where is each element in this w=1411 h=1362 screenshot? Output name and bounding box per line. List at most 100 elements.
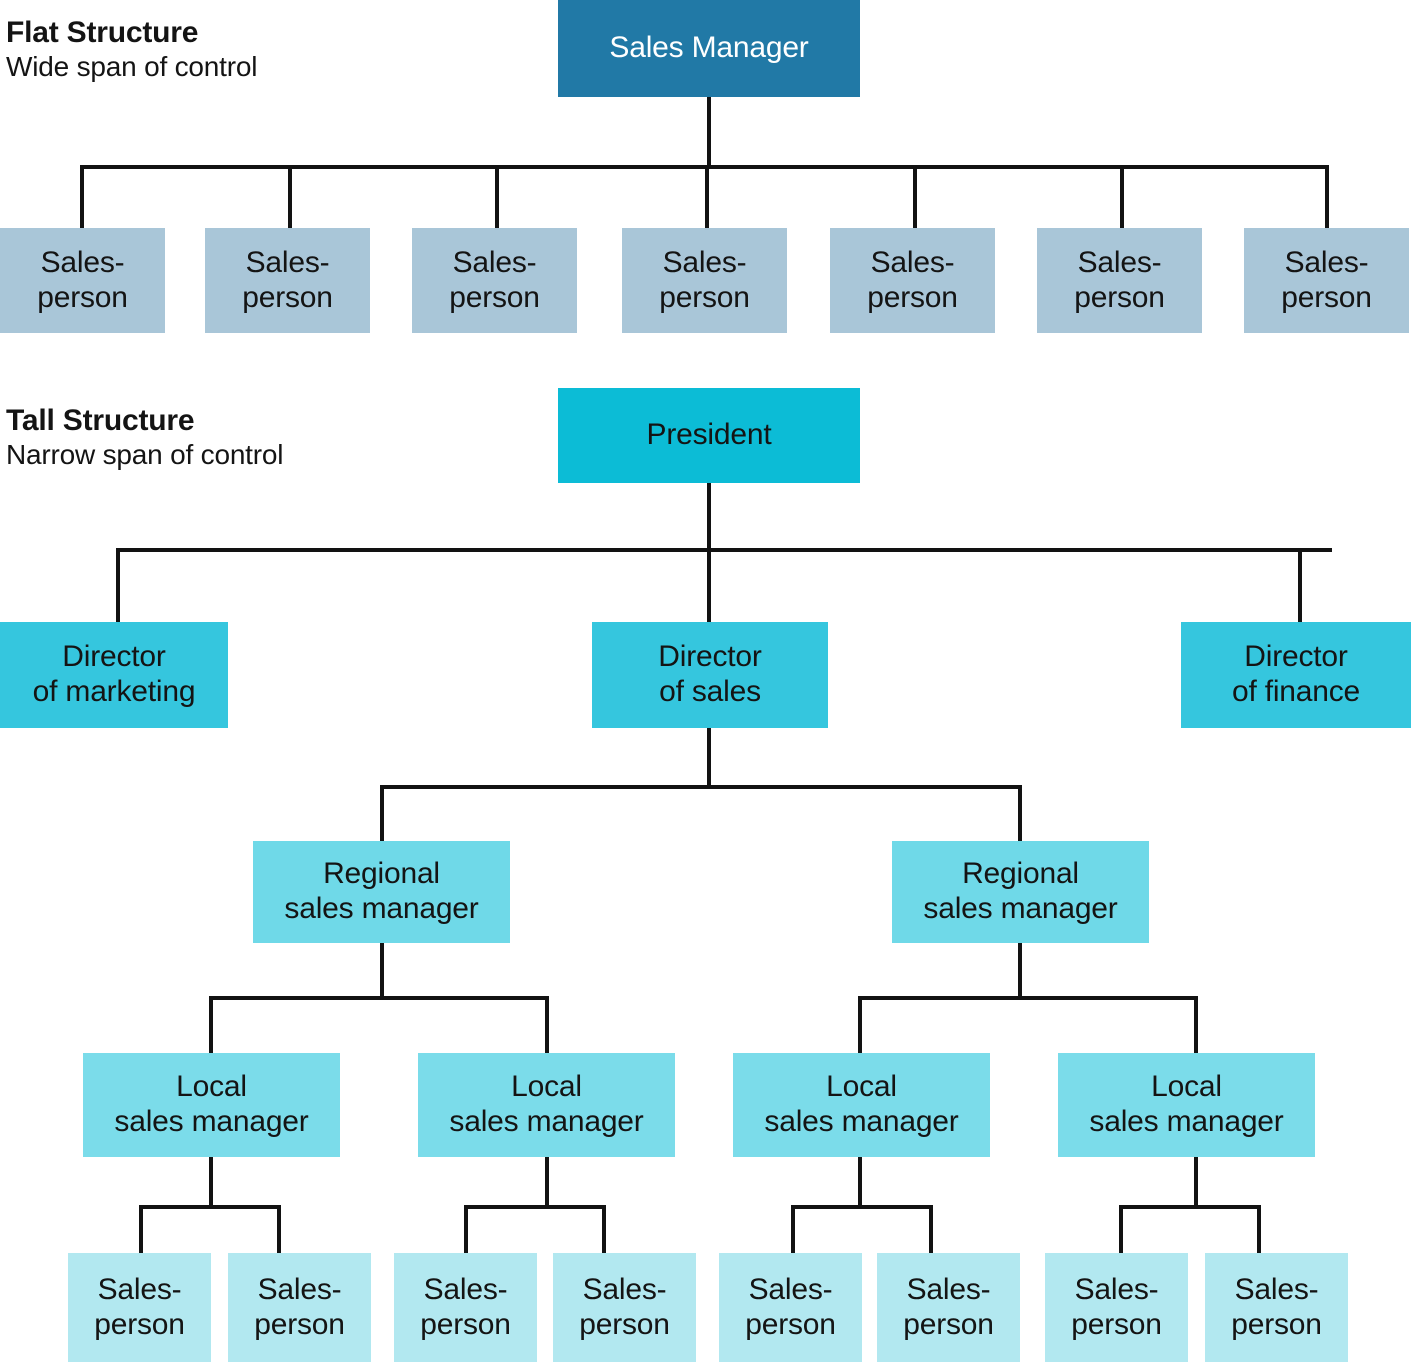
connector-flat-drop-2 (288, 165, 292, 230)
node-label-line1: Director (1244, 640, 1348, 674)
node-label-line2: person (579, 1307, 670, 1341)
node-label-line1: Director (658, 640, 762, 674)
node-label-line1: Sales- (423, 1272, 508, 1306)
connector-local-drop-4 (1194, 996, 1198, 1055)
node-director-of-marketing[interactable]: Director of marketing (0, 622, 228, 728)
connector-regional-drop-2 (1018, 785, 1022, 842)
node-label-line2: person (1071, 1307, 1162, 1341)
node-label-line2: person (1231, 1307, 1322, 1341)
node-label-line1: Sales- (870, 245, 955, 279)
tall-structure-caption: Tall Structure Narrow span of control (6, 404, 283, 471)
connector-sp-drop-4 (602, 1205, 606, 1255)
connector-lsm4-stem (1194, 1157, 1198, 1207)
node-tall-salesperson-1[interactable]: Sales- person (68, 1253, 211, 1362)
node-tall-salesperson-6[interactable]: Sales- person (877, 1253, 1020, 1362)
connector-regional-bus (382, 785, 1022, 789)
node-label-line1: Local (176, 1070, 247, 1104)
node-label-line1: Sales- (40, 245, 125, 279)
node-label-line2: of finance (1231, 675, 1361, 708)
node-tall-salesperson-5[interactable]: Sales- person (719, 1253, 862, 1362)
node-regional-sales-manager-1[interactable]: Regional sales manager (253, 841, 510, 943)
node-flat-salesperson-3[interactable]: Sales- person (412, 228, 577, 333)
node-tall-salesperson-7[interactable]: Sales- person (1045, 1253, 1188, 1362)
node-label-line2: person (867, 280, 958, 314)
tall-structure-title: Tall Structure (6, 404, 195, 437)
node-label-line1: Local (826, 1070, 897, 1104)
connector-sp-bus-3 (793, 1205, 933, 1209)
node-flat-salesperson-4[interactable]: Sales- person (622, 228, 787, 333)
node-tall-salesperson-2[interactable]: Sales- person (228, 1253, 371, 1362)
node-label-line2: sales manager (449, 1105, 644, 1138)
node-local-sales-manager-1[interactable]: Local sales manager (83, 1053, 340, 1157)
node-director-of-finance[interactable]: Director of finance (1181, 622, 1411, 728)
flat-structure-caption: Flat Structure Wide span of control (6, 16, 257, 83)
connector-regional-drop-1 (380, 785, 384, 842)
node-tall-salesperson-8[interactable]: Sales- person (1205, 1253, 1348, 1362)
connector-local-bus-left (211, 996, 549, 1000)
node-label-line2: sales manager (764, 1105, 959, 1138)
node-flat-salesperson-1[interactable]: Sales- person (0, 228, 165, 333)
node-flat-salesperson-6[interactable]: Sales- person (1037, 228, 1202, 333)
connector-flat-drop-3 (495, 165, 499, 230)
node-label-line2: person (37, 280, 128, 314)
connector-sp-bus-2 (466, 1205, 606, 1209)
node-label-line2: person (254, 1307, 345, 1341)
connector-lsm3-stem (858, 1157, 862, 1207)
node-flat-salesperson-5[interactable]: Sales- person (830, 228, 995, 333)
node-local-sales-manager-3[interactable]: Local sales manager (733, 1053, 990, 1157)
connector-rsm2-stem (1018, 943, 1022, 998)
connector-president-bus (118, 548, 1332, 552)
flat-structure-subtitle: Wide span of control (6, 50, 258, 82)
node-label-line2: person (659, 280, 750, 314)
node-sales-manager-line1: Sales Manager (609, 31, 809, 65)
node-label-line2: person (449, 280, 540, 314)
node-label-line2: person (94, 1307, 185, 1341)
node-local-sales-manager-4[interactable]: Local sales manager (1058, 1053, 1315, 1157)
node-label-line1: Sales- (582, 1272, 667, 1306)
node-label-line1: Regional (962, 857, 1079, 891)
connector-local-bus-right (860, 996, 1198, 1000)
connector-sp-drop-8 (1257, 1205, 1261, 1255)
node-director-of-sales[interactable]: Director of sales (592, 622, 828, 728)
node-label-line1: Sales- (1284, 245, 1369, 279)
connector-flat-drop-5 (913, 165, 917, 230)
connector-sp-drop-7 (1119, 1205, 1123, 1255)
node-flat-salesperson-7[interactable]: Sales- person (1244, 228, 1409, 333)
node-president[interactable]: President (558, 388, 860, 483)
node-label-line1: Sales- (257, 1272, 342, 1306)
node-label-line2: person (420, 1307, 511, 1341)
connector-flat-drop-1 (80, 165, 84, 230)
connector-sp-drop-2 (277, 1205, 281, 1255)
node-label-line2: sales manager (114, 1105, 309, 1138)
node-label-line1: Local (1151, 1070, 1222, 1104)
node-regional-sales-manager-2[interactable]: Regional sales manager (892, 841, 1149, 943)
node-sales-manager[interactable]: Sales Manager (558, 0, 860, 97)
connector-lsm2-stem (545, 1157, 549, 1207)
node-label-line2: person (242, 280, 333, 314)
node-label-line1: Sales- (245, 245, 330, 279)
connector-president-drop-sales (707, 548, 711, 622)
connector-president-drop-finance (1298, 548, 1302, 622)
node-local-sales-manager-2[interactable]: Local sales manager (418, 1053, 675, 1157)
node-label-line2: person (745, 1307, 836, 1341)
node-label-line2: sales manager (284, 892, 479, 925)
node-label-line1: Local (511, 1070, 582, 1104)
node-label-line1: Sales- (97, 1272, 182, 1306)
connector-president-stem (707, 483, 711, 550)
connector-sp-drop-5 (791, 1205, 795, 1255)
connector-flat-drop-6 (1120, 165, 1124, 230)
connector-rsm1-stem (380, 943, 384, 998)
node-label-line2: person (903, 1307, 994, 1341)
node-tall-salesperson-4[interactable]: Sales- person (553, 1253, 696, 1362)
node-president-line1: President (646, 418, 772, 452)
node-flat-salesperson-2[interactable]: Sales- person (205, 228, 370, 333)
connector-flat-root-stem (707, 97, 711, 167)
node-label-line2: person (1074, 280, 1165, 314)
connector-flat-bus (82, 165, 1327, 169)
connector-lsm1-stem (209, 1157, 213, 1207)
tall-structure-subtitle: Narrow span of control (6, 438, 284, 470)
connector-director-sales-stem (707, 728, 711, 787)
node-tall-salesperson-3[interactable]: Sales- person (394, 1253, 537, 1362)
connector-local-drop-3 (858, 996, 862, 1055)
node-label-line1: Sales- (1077, 245, 1162, 279)
